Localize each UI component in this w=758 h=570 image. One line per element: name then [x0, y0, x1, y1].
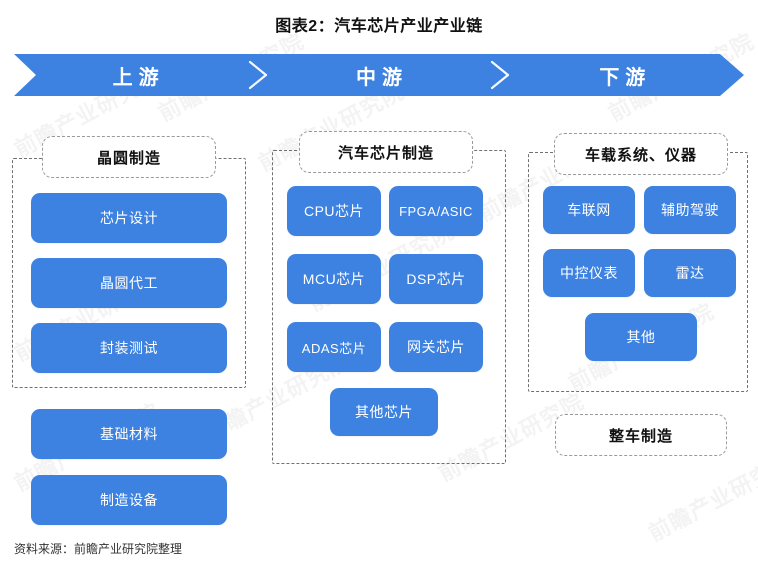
node-internet-of-vehicles[interactable]: 车联网	[543, 186, 635, 234]
node-gateway-chip[interactable]: 网关芯片	[389, 322, 483, 372]
stage-banner: 上游 中游 下游	[14, 54, 744, 96]
source-note: 资料来源：前瞻产业研究院整理	[14, 542, 183, 556]
node-assisted-driving[interactable]: 辅助驾驶	[644, 186, 736, 234]
node-packaging-testing[interactable]: 封装测试	[31, 323, 227, 373]
node-dsp-chip[interactable]: DSP芯片	[389, 254, 483, 304]
upstream-caption: 晶圆制造	[42, 136, 216, 178]
node-cpu-chip[interactable]: CPU芯片	[287, 186, 381, 236]
banner-arrow-shape	[14, 54, 744, 96]
node-other[interactable]: 其他	[585, 313, 697, 361]
watermark: 前瞻产业研究院	[642, 444, 758, 548]
node-manufacturing-equipment[interactable]: 制造设备	[31, 475, 227, 525]
node-base-materials[interactable]: 基础材料	[31, 409, 227, 459]
node-fpga-asic[interactable]: FPGA/ASIC	[389, 186, 483, 236]
vehicle-manufacturing-caption: 整车制造	[555, 414, 727, 456]
banner-segment-midstream[interactable]: 中游	[355, 66, 408, 89]
midstream-caption: 汽车芯片制造	[299, 131, 473, 173]
banner-segment-downstream[interactable]: 下游	[599, 66, 652, 89]
node-central-control-instrument[interactable]: 中控仪表	[543, 249, 635, 297]
node-other-chips[interactable]: 其他芯片	[330, 388, 438, 436]
node-adas-chip[interactable]: ADAS芯片	[287, 322, 381, 372]
chart-title: 图表2：汽车芯片产业产业链	[275, 18, 483, 35]
node-mcu-chip[interactable]: MCU芯片	[287, 254, 381, 304]
node-chip-design[interactable]: 芯片设计	[31, 193, 227, 243]
node-radar[interactable]: 雷达	[644, 249, 736, 297]
banner-segment-upstream[interactable]: 上游	[112, 66, 165, 89]
node-wafer-foundry[interactable]: 晶圆代工	[31, 258, 227, 308]
downstream-caption: 车载系统、仪器	[554, 133, 728, 175]
